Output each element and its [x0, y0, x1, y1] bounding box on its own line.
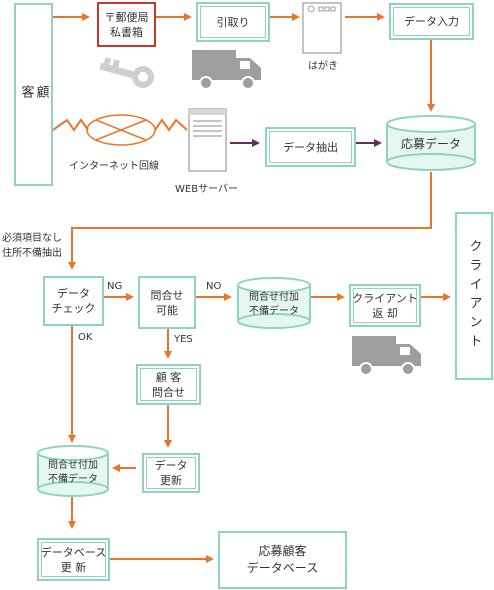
- data-update-label: データ 更新: [154, 459, 188, 487]
- ng-label: NG: [107, 281, 123, 292]
- data-extract-node: データ抽出: [265, 127, 356, 167]
- truck-icon: [192, 50, 261, 90]
- data-entry-node: データ入力: [389, 3, 474, 40]
- data-extract-label: データ抽出: [283, 140, 338, 154]
- missing-required-label: 必須項目なし 住所不備抽出: [2, 233, 62, 259]
- client-node: クライアント: [455, 212, 493, 380]
- web-server-label: WEBサーバー: [175, 184, 238, 195]
- client-return-node: クライアント 返 却: [349, 284, 421, 327]
- customer-node: 顧 客: [14, 3, 53, 186]
- client-label: クライアント: [466, 239, 482, 353]
- no-label: NO: [206, 281, 222, 292]
- customer-inquiry-node: 顧 客 問合せ: [136, 364, 201, 405]
- database-update-label: データベース 更 新: [40, 545, 107, 574]
- postcard-label: はがき: [308, 61, 338, 72]
- postcard-icon: [302, 2, 342, 54]
- postbox-node: 〒郵便局 私書箱: [97, 2, 156, 47]
- application-customer-db-label: 応募顧客 データベース: [246, 544, 319, 575]
- orange-connectors: [52, 13, 451, 563]
- database-update-node: データベース 更 新: [37, 538, 110, 581]
- postbox-label: 〒郵便局 私書箱: [104, 10, 149, 39]
- application-customer-db-node: 応募顧客 データベース: [218, 531, 347, 589]
- yes-label: YES: [174, 334, 193, 345]
- inquiry-possible-label: 問合せ 可能: [150, 288, 184, 317]
- data-check-label: データ チェック: [51, 287, 96, 315]
- customer-inquiry-label: 顧 客 問合せ: [152, 370, 185, 399]
- pickup-label: 引取り: [216, 15, 250, 29]
- inquiry-incomplete-label-1: 問合せ付加 不備データ: [249, 292, 299, 317]
- truck-icon: [352, 336, 421, 376]
- data-check-node: データ チェック: [43, 276, 104, 326]
- inquiry-incomplete-cylinder-2: [37, 445, 109, 497]
- internet-hub-icon: [86, 114, 156, 146]
- inquiry-incomplete-cylinder-1: [237, 277, 311, 329]
- data-update-node: データ 更新: [142, 453, 200, 493]
- web-server-icon: [188, 108, 227, 172]
- client-return-label: クライアント 返 却: [352, 291, 418, 320]
- application-data-cylinder: [386, 115, 476, 171]
- inquiry-incomplete-label-2: 問合せ付加 不備データ: [48, 460, 98, 485]
- key-icon: [99, 57, 154, 88]
- customer-label: 顧 客: [18, 85, 49, 104]
- internet-label: インターネット回線: [69, 161, 159, 172]
- ok-label: OK: [78, 332, 93, 343]
- data-entry-label: データ入力: [404, 15, 459, 28]
- inquiry-possible-node: 問合せ 可能: [138, 276, 196, 329]
- application-data-label: 応募データ: [400, 137, 461, 151]
- pickup-node: 引取り: [196, 2, 270, 42]
